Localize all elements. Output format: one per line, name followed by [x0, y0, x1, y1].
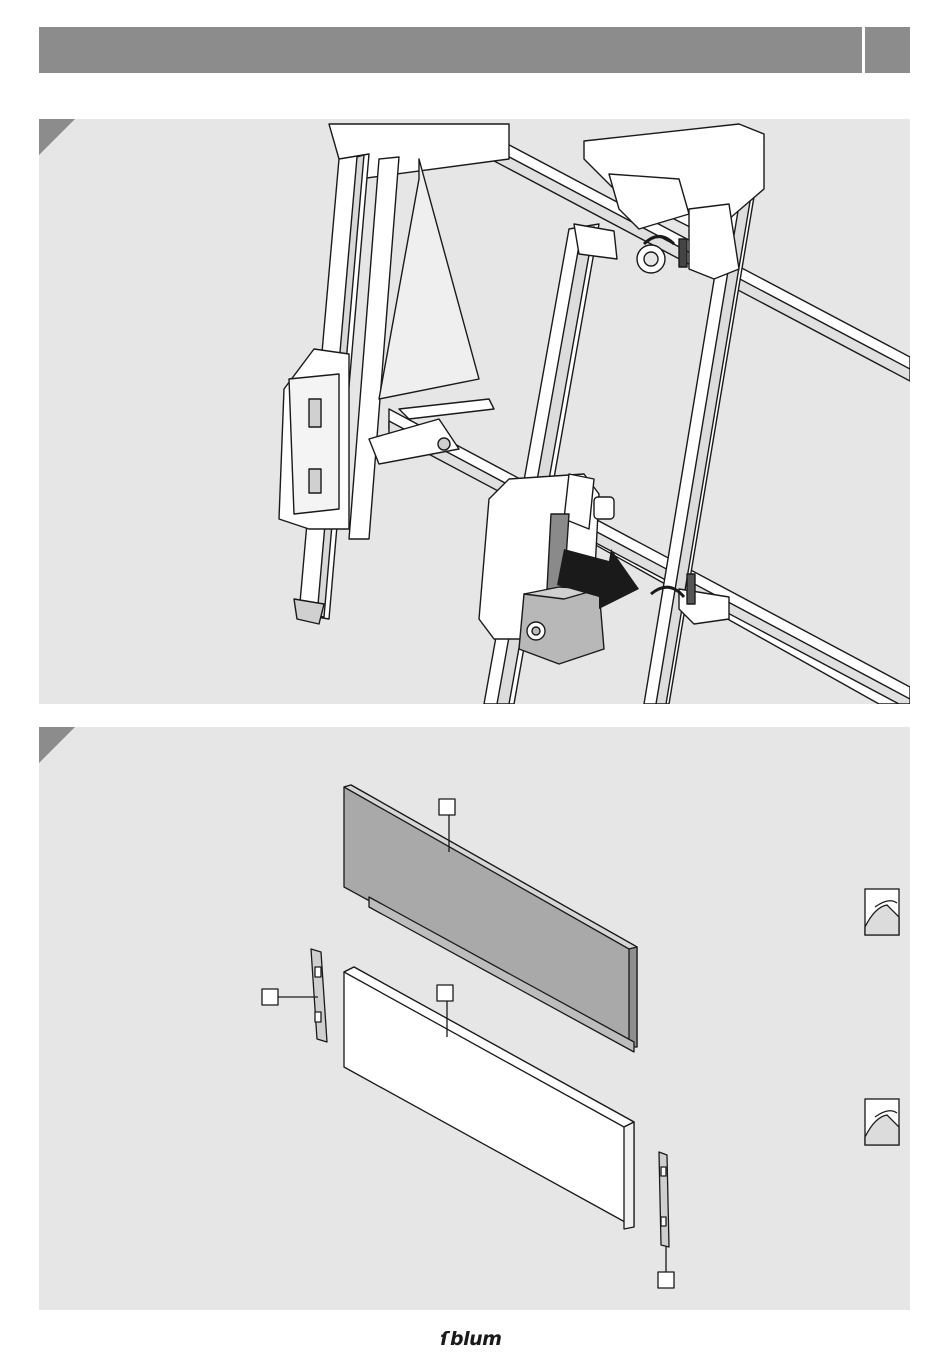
page-number-box	[865, 27, 910, 73]
blum-logo-text: blum	[450, 1328, 501, 1350]
header-bar	[39, 27, 862, 73]
step-1-illustration	[39, 119, 910, 704]
peel-sticker-icon	[865, 889, 899, 935]
step-marker	[39, 727, 75, 763]
step-2-panel	[39, 727, 910, 1310]
blum-logo-mark: ſ	[440, 1328, 448, 1350]
step-2-illustration	[39, 727, 910, 1310]
step-marker	[39, 119, 75, 155]
step-1-panel	[39, 119, 910, 704]
blum-logo: ſ blum	[440, 1328, 520, 1356]
peel-sticker-icon	[865, 1099, 899, 1145]
